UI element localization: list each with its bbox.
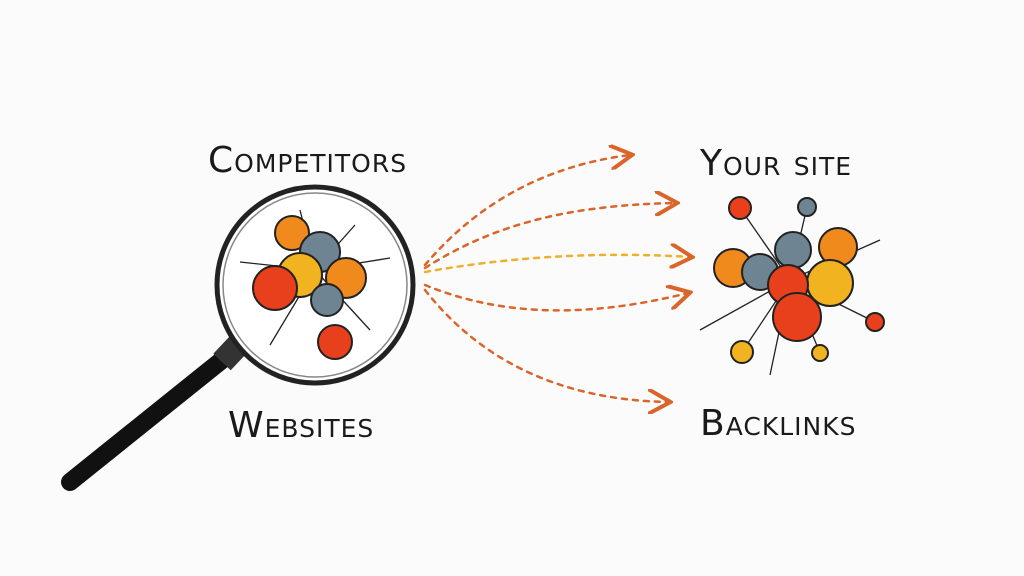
backlinks-label: Backlinks <box>700 403 856 444</box>
arrow-4 <box>423 283 688 312</box>
arrow-2 <box>423 203 675 270</box>
your-site-label: Your site <box>699 143 852 184</box>
flow-arrows <box>423 155 690 402</box>
magnifying-glass-icon <box>61 184 416 491</box>
competitors-label: Competitors <box>208 140 407 181</box>
arrow-3 <box>423 255 690 274</box>
websites-label: Websites <box>228 405 374 446</box>
backlink-cluster-icon <box>699 196 885 376</box>
arrow-5 <box>423 288 668 402</box>
arrow-1 <box>423 155 630 267</box>
